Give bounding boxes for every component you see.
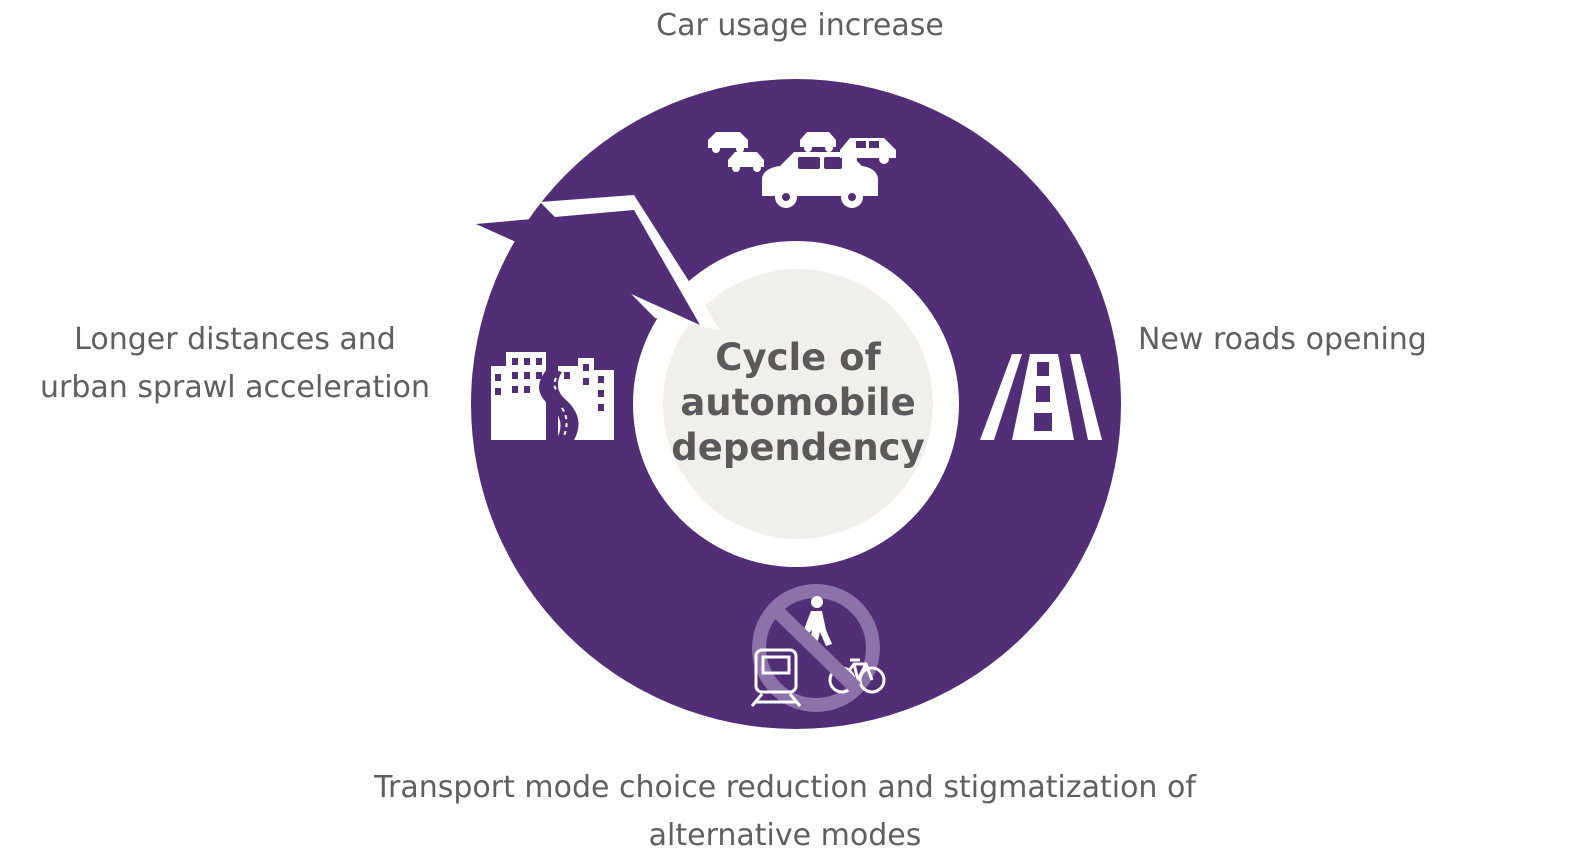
stage-label-line: alternative modes [648, 818, 922, 853]
cars-traffic-icon [708, 132, 896, 208]
center-title: Cycle of automobile dependency [648, 335, 948, 470]
stage-label-mode-choice: Transport mode choice reduction and stig… [285, 764, 1285, 860]
stage-label-urban-sprawl: Longer distances and urban sprawl accele… [20, 316, 450, 412]
center-disc [663, 269, 933, 539]
stage-label-new-roads: New roads opening [1138, 316, 1427, 364]
stage-label-line: Car usage increase [656, 8, 944, 43]
stage-label-line: Transport mode choice reduction and stig… [374, 770, 1196, 805]
center-title-line: Cycle of [715, 336, 881, 379]
center-title-line: automobile [680, 381, 916, 424]
urban-sprawl-icon [491, 352, 614, 440]
stage-label-line: Longer distances and [74, 322, 396, 357]
no-alternative-modes-icon [750, 584, 886, 712]
stage-label-line: urban sprawl acceleration [40, 370, 430, 405]
stage-label-car-usage: Car usage increase [0, 2, 1572, 50]
road-icon [980, 354, 1102, 440]
cycle-arrow [476, 195, 720, 330]
stage-label-line: New roads opening [1138, 322, 1427, 357]
center-title-line: dependency [671, 426, 925, 469]
